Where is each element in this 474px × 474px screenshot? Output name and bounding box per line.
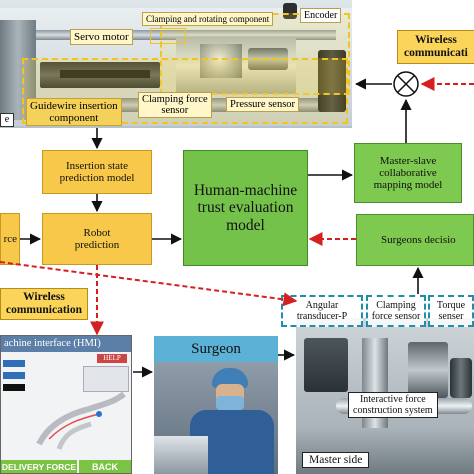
surgeons-decision-block: Surgeons decisio xyxy=(356,214,474,266)
hmi-delivery-force-button[interactable]: DELIVERY FORCE xyxy=(1,460,77,473)
surgeon-title-bar: Surgeon xyxy=(154,336,278,362)
robot-rail-upper xyxy=(36,30,336,40)
hmi-status-bar-1 xyxy=(3,360,25,367)
surgeon-table-device xyxy=(154,436,208,474)
master-right-knob xyxy=(450,358,472,398)
robot-prediction-block: Robot prediction xyxy=(42,213,152,265)
robot-slot xyxy=(60,70,150,78)
surgeon-photo: Surgeon xyxy=(154,336,278,474)
angular-transducer-sensor: Angular transducer-P xyxy=(281,295,363,327)
clamping-rotating-highlight xyxy=(160,13,350,95)
robot-gear-unit xyxy=(200,44,242,78)
guidewire-insertion-label: Guidewire insertion component xyxy=(26,98,122,126)
hmi-status-bar-2 xyxy=(3,372,25,379)
surgeon-figure-cap xyxy=(212,368,248,388)
servo-motor-label: Servo motor xyxy=(70,29,133,45)
clamping-rotating-label: Clamping and rotating component xyxy=(142,12,274,26)
hmi-title-bar: achine interface (HMI) xyxy=(1,336,131,352)
hmi-help-tag[interactable]: HELP xyxy=(97,354,127,363)
wireless-communication-middle: Wireless communication xyxy=(0,288,88,320)
surgeon-figure-mask xyxy=(216,396,244,410)
master-side-label: Master side xyxy=(302,452,370,468)
hmi-status-bar-3 xyxy=(3,384,25,391)
master-right-unit xyxy=(408,342,448,398)
summing-junction-node xyxy=(392,70,420,98)
robot-edge-label: e xyxy=(0,113,14,127)
torque-sensor: Torque senser xyxy=(428,295,474,327)
left-partial-block: rce xyxy=(0,213,20,265)
hmi-panel: achine interface (HMI) HELP DELIVERY FOR… xyxy=(0,335,132,474)
master-slave-mapping-block: Master-slave collaborative mapping model xyxy=(354,143,462,203)
hmi-vessel-graphic xyxy=(36,391,126,450)
clamping-force-sensor-master: Clamping force sensor xyxy=(366,295,426,327)
pressure-sensor-label: Pressure sensor xyxy=(226,97,300,112)
wireless-communication-top: Wireless communicati xyxy=(397,30,474,64)
summing-junction-icon xyxy=(393,71,419,97)
clamping-force-sensor-label: Clamping force sensor xyxy=(138,92,212,118)
hmi-readout-panel xyxy=(83,366,129,392)
encoder-label: Encoder xyxy=(300,8,342,23)
robot-encoder-knob xyxy=(283,3,297,19)
master-left-housing xyxy=(304,338,348,392)
trust-evaluation-model-block: Human-machine trust evaluation model xyxy=(183,150,308,266)
insertion-state-prediction-block: Insertion state prediction model xyxy=(42,150,152,194)
hmi-back-button[interactable]: BACK xyxy=(79,460,131,473)
robot-right-black-block xyxy=(318,50,346,112)
servo-motor-highlight xyxy=(150,28,186,44)
interactive-force-system-label: Interactive force construction system xyxy=(348,392,438,418)
